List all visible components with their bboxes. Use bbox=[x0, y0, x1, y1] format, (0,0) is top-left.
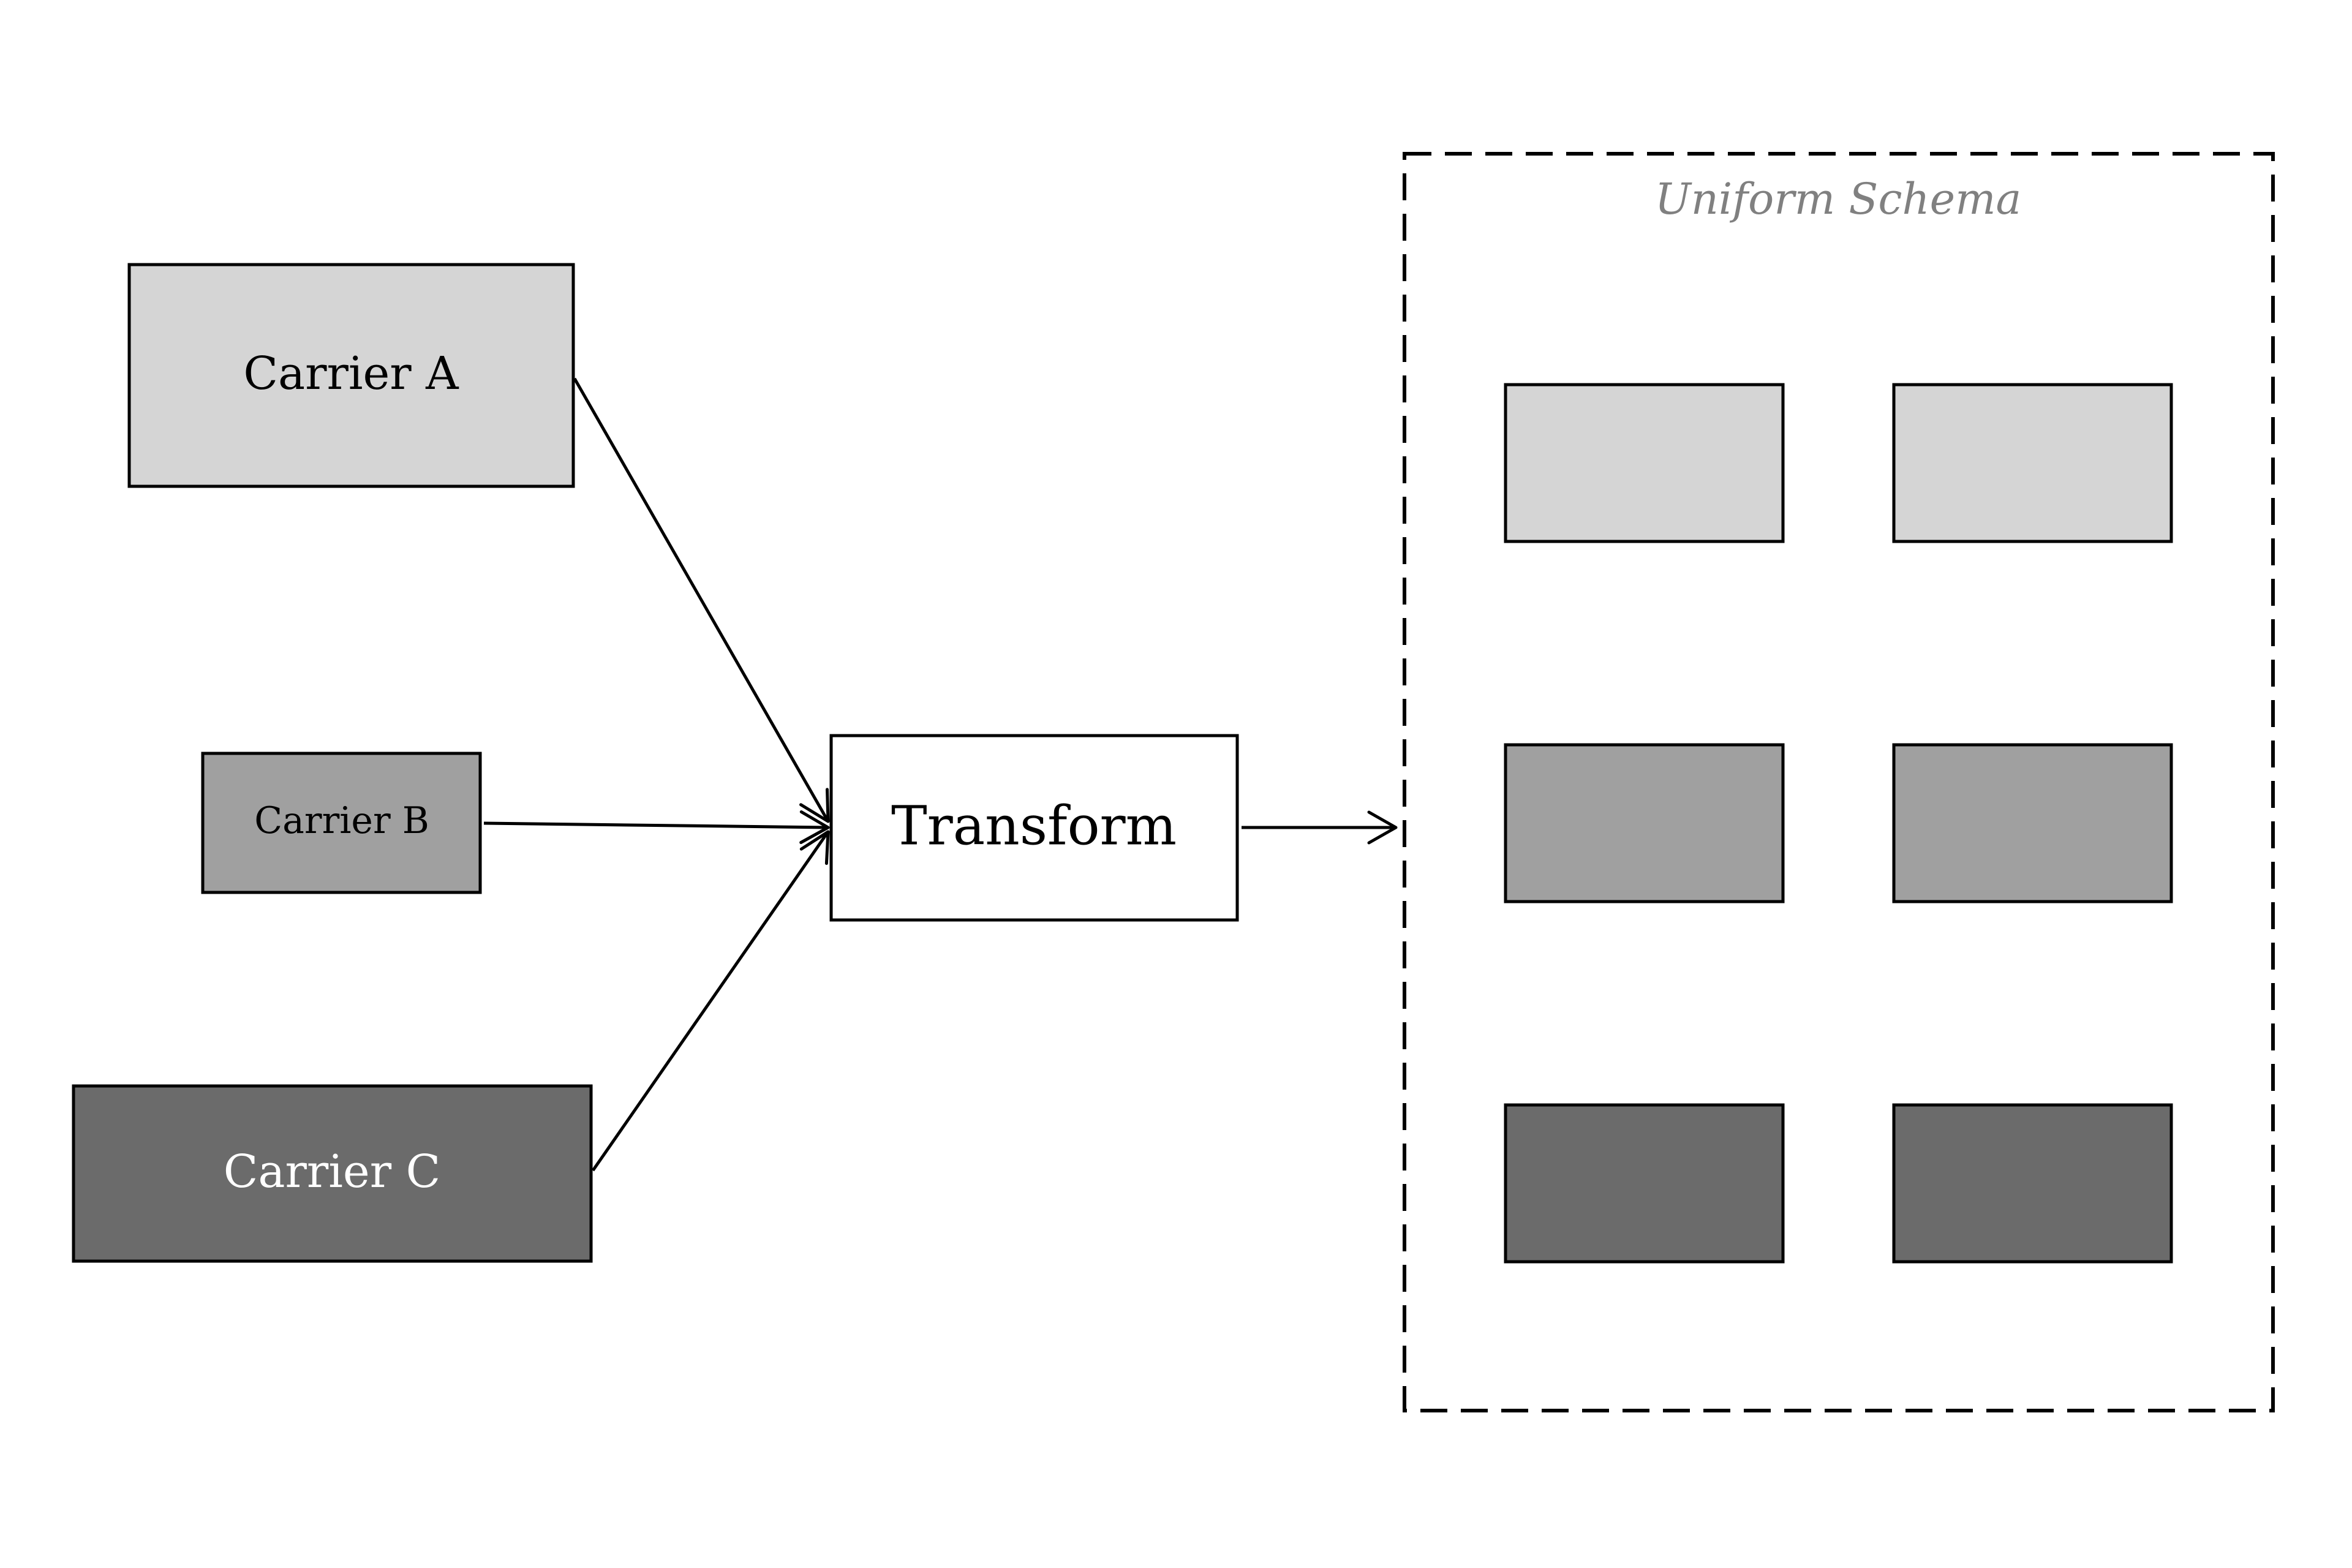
transform-node: Transform bbox=[829, 734, 1239, 922]
carrier-b-box bbox=[201, 752, 482, 894]
edge-carrier-b-to-transform bbox=[483, 810, 830, 844]
edge-carrier-a-to-transform bbox=[573, 377, 830, 823]
transform-box bbox=[829, 734, 1239, 922]
uniform-schema-group: Uniform Schema bbox=[1403, 152, 2275, 1412]
edge-carrier-c-to-transform bbox=[591, 830, 830, 1172]
schema-cell bbox=[1892, 1103, 2173, 1264]
arrowhead-icon bbox=[799, 788, 830, 823]
edge-line bbox=[591, 831, 830, 1172]
transform-label: Transform bbox=[891, 794, 1177, 858]
arrowhead-icon bbox=[799, 810, 830, 844]
uniform-schema-title: Uniform Schema bbox=[1655, 174, 2021, 224]
edge-line bbox=[483, 821, 829, 829]
schema-cell bbox=[1892, 743, 2173, 903]
schema-cell bbox=[1504, 383, 1785, 543]
arrowhead-icon bbox=[1367, 810, 1398, 845]
carrier-a-box bbox=[127, 263, 575, 488]
carrier-a-label: Carrier A bbox=[243, 347, 459, 400]
schema-cell bbox=[1892, 383, 2173, 543]
schema-cell bbox=[1504, 1103, 1785, 1264]
carrier-b-label: Carrier B bbox=[254, 799, 429, 842]
carrier-b-node: Carrier B bbox=[201, 752, 482, 894]
carrier-c-box bbox=[72, 1084, 593, 1263]
carrier-c-node: Carrier C bbox=[72, 1084, 593, 1263]
schema-cell bbox=[1504, 743, 1785, 903]
arrowhead-icon bbox=[799, 830, 830, 865]
uniform-schema-border bbox=[1403, 152, 2275, 1412]
edge-line bbox=[573, 377, 830, 823]
carrier-c-label: Carrier C bbox=[224, 1145, 440, 1198]
edge-transform-to-schema bbox=[1242, 810, 1398, 845]
carrier-a-node: Carrier A bbox=[127, 263, 575, 488]
